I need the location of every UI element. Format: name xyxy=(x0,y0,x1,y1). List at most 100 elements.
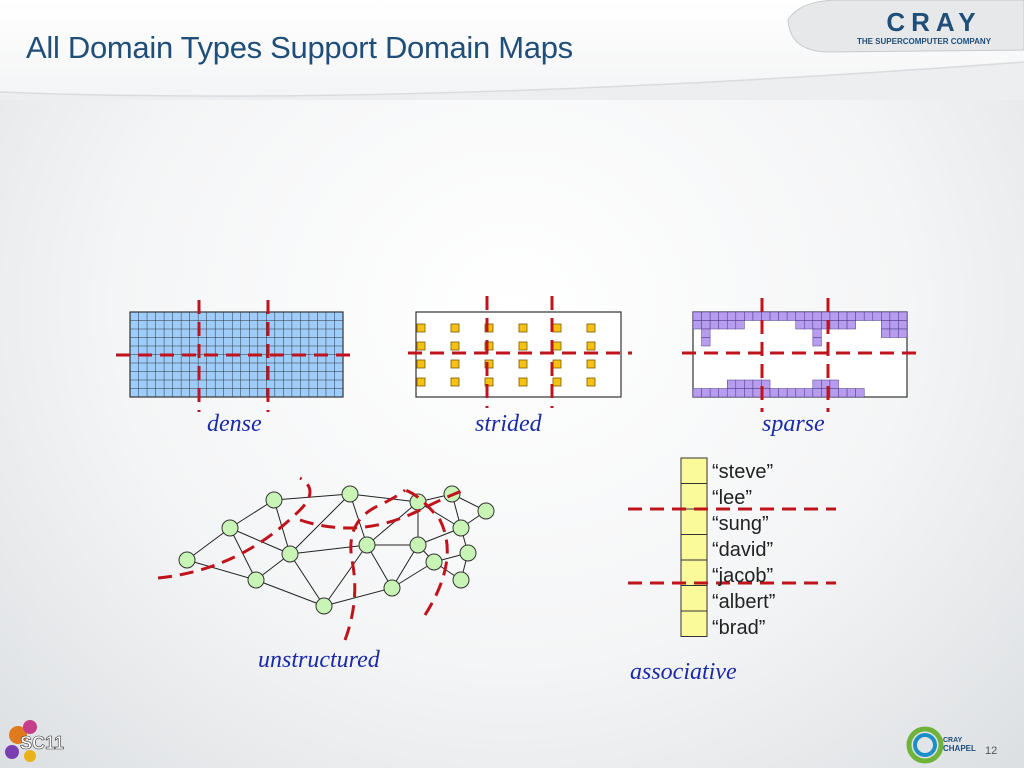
graph-node xyxy=(341,485,359,503)
sparse-cell xyxy=(812,328,822,338)
sparse-cell xyxy=(735,379,745,389)
graph-node xyxy=(452,519,470,537)
sparse-cell xyxy=(752,388,762,398)
assoc-value: “david” xyxy=(712,539,774,561)
sparse-caption: sparse xyxy=(762,411,825,437)
graph-node xyxy=(247,571,265,589)
partition-dashed-line xyxy=(404,488,449,616)
assoc-cell xyxy=(680,483,708,510)
graph-node xyxy=(383,579,401,597)
strided-cell xyxy=(586,323,596,333)
partition-dashed-line xyxy=(299,488,466,530)
strided-cell xyxy=(450,323,460,333)
sparse-cell xyxy=(838,311,848,321)
assoc-cell xyxy=(680,457,708,484)
associative-domain-array xyxy=(680,457,708,637)
sparse-cell xyxy=(812,379,822,389)
graph-edge xyxy=(289,544,368,555)
sparse-cell xyxy=(855,388,865,398)
sparse-cell xyxy=(898,311,908,321)
graph-edge xyxy=(366,501,419,546)
strided-cell xyxy=(450,359,460,369)
sparse-cell xyxy=(812,388,822,398)
graph-node xyxy=(178,551,196,569)
graph-node xyxy=(358,536,376,554)
sparse-cell xyxy=(744,379,754,389)
strided-cell xyxy=(518,359,528,369)
sparse-cell xyxy=(692,320,702,330)
graph-node xyxy=(281,545,299,563)
sparse-cell xyxy=(795,320,805,330)
sparse-cell xyxy=(778,311,788,321)
sparse-cell xyxy=(821,311,831,321)
sparse-cell xyxy=(889,311,899,321)
graph-node xyxy=(221,519,239,537)
assoc-cell xyxy=(680,508,708,535)
sparse-cell xyxy=(898,320,908,330)
graph-edge xyxy=(323,587,393,607)
sparse-cell xyxy=(735,388,745,398)
sparse-cell xyxy=(709,388,719,398)
strided-cell xyxy=(518,341,528,351)
partition-lines xyxy=(116,296,918,641)
graph-node xyxy=(477,502,495,520)
sparse-cell xyxy=(761,311,771,321)
graph-node xyxy=(425,553,443,571)
sparse-cell xyxy=(726,379,737,389)
strided-cell xyxy=(586,377,596,387)
sparse-cell xyxy=(846,320,856,330)
sparse-cell xyxy=(709,320,719,330)
sparse-cell xyxy=(701,328,711,338)
sparse-cell xyxy=(804,320,814,330)
sparse-cell xyxy=(726,388,737,398)
strided-cell xyxy=(552,359,562,369)
sparse-cell xyxy=(804,311,814,321)
strided-cell xyxy=(416,341,426,351)
sparse-cell xyxy=(898,328,908,338)
graph-node xyxy=(459,544,477,562)
strided-caption: strided xyxy=(475,411,542,437)
unstructured-domain-graph xyxy=(178,485,495,615)
dense-caption: dense xyxy=(207,411,262,437)
sparse-cell xyxy=(812,311,822,321)
sparse-cell xyxy=(786,388,796,398)
sparse-cell xyxy=(692,388,702,398)
strided-cell xyxy=(416,377,426,387)
unstructured-caption: unstructured xyxy=(258,647,380,673)
strided-cell xyxy=(484,377,494,387)
sparse-cell xyxy=(701,388,711,398)
sparse-cell xyxy=(718,320,728,330)
graph-edge xyxy=(323,544,368,607)
sparse-cell xyxy=(838,320,848,330)
graph-edge xyxy=(229,499,275,529)
graph-node xyxy=(265,491,283,509)
sparse-cell xyxy=(804,388,814,398)
sparse-cell xyxy=(726,320,737,330)
sparse-cell xyxy=(752,311,762,321)
strided-cell xyxy=(586,359,596,369)
sparse-cell xyxy=(744,388,754,398)
strided-cell xyxy=(416,323,426,333)
sparse-cell xyxy=(889,320,899,330)
assoc-value: “albert” xyxy=(712,591,776,613)
sparse-cell xyxy=(692,311,702,321)
strided-cell xyxy=(518,377,528,387)
page-number: 12 xyxy=(985,745,998,757)
strided-cell xyxy=(518,323,528,333)
graph-edge xyxy=(273,493,351,501)
sparse-cell xyxy=(735,320,745,330)
sparse-cell xyxy=(752,379,762,389)
sparse-cell xyxy=(718,311,728,321)
sparse-cell xyxy=(812,337,822,347)
sparse-cell xyxy=(846,388,856,398)
graph-edge xyxy=(186,527,231,561)
strided-cell xyxy=(586,341,596,351)
sparse-cell xyxy=(881,311,891,321)
assoc-value: “jacob” xyxy=(712,565,774,587)
sparse-cell xyxy=(769,311,779,321)
assoc-cell xyxy=(680,610,708,637)
strided-cell xyxy=(484,323,494,333)
sparse-cell xyxy=(786,311,796,321)
assoc-cell xyxy=(680,585,708,612)
